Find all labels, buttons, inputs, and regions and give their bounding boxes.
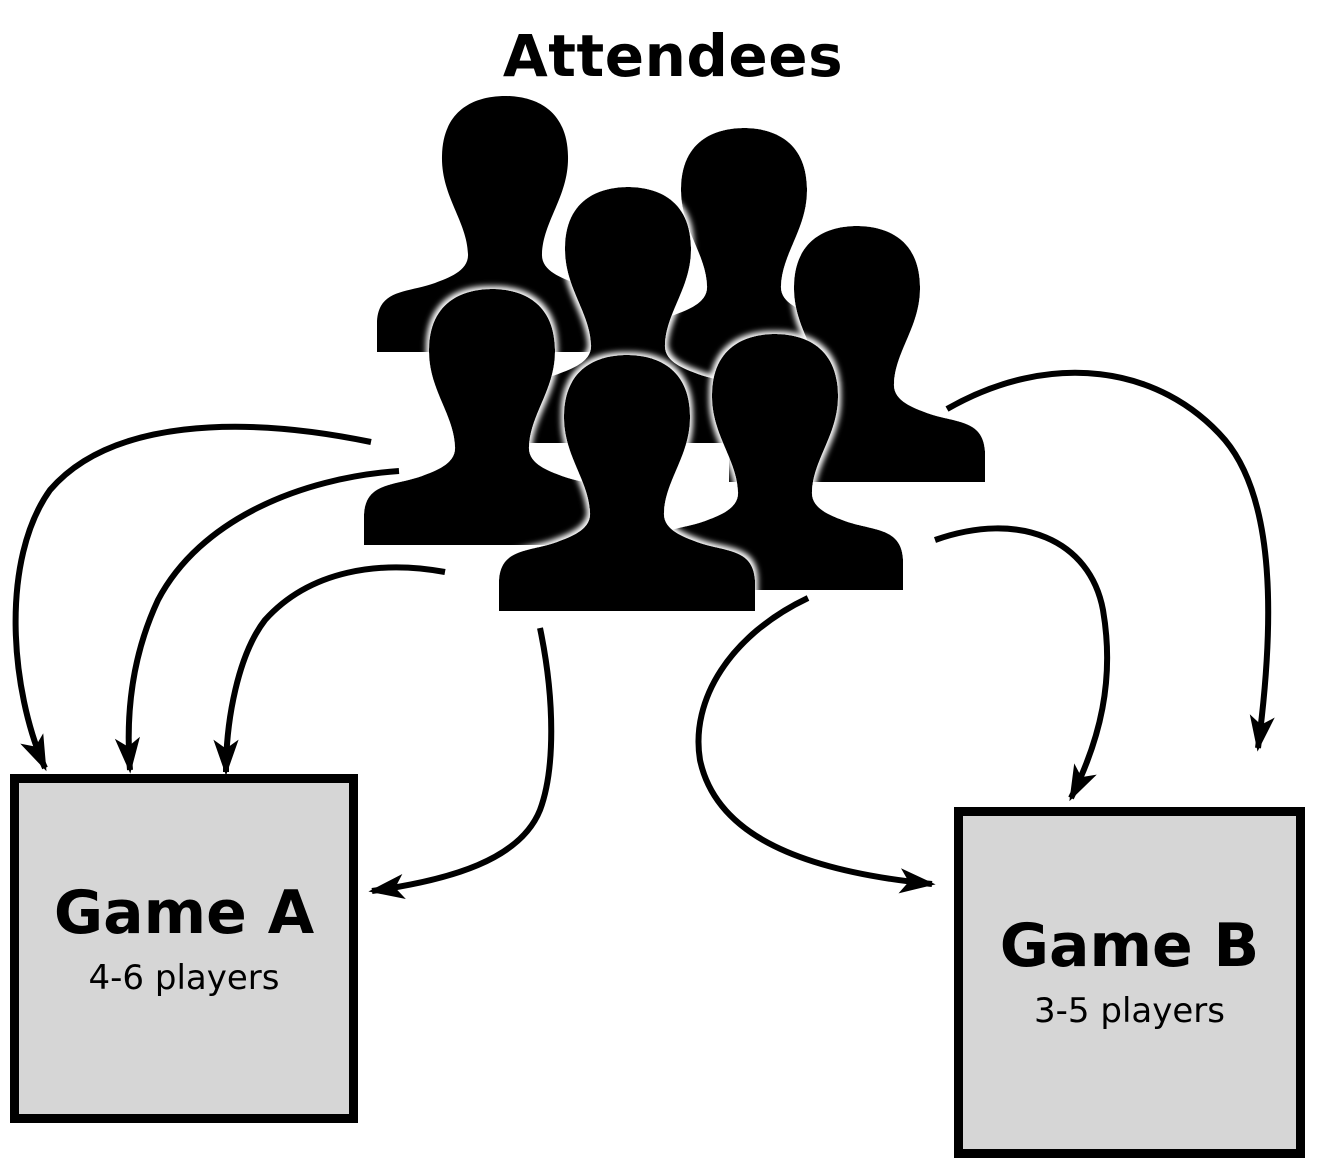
game-b-players: 3-5 players (1034, 991, 1225, 1031)
arrow-to-game-b-2 (934, 525, 1111, 802)
arrow-to-game-a-3 (213, 564, 446, 776)
arrow-to-game-a-4 (368, 627, 555, 899)
arrows-to-game-b (695, 369, 1275, 894)
arrow-to-game-a-2 (114, 468, 400, 774)
arrow-to-game-a-1 (12, 423, 372, 772)
arrows-to-game-a (12, 423, 555, 899)
arrow-to-game-b-1 (695, 595, 936, 894)
game-a-box: Game A 4-6 players (10, 774, 358, 1123)
game-a-players: 4-6 players (88, 958, 280, 998)
attendee-group (364, 96, 985, 611)
arrow-to-game-b-3 (945, 369, 1275, 752)
game-b-name: Game B (999, 911, 1260, 981)
game-b-box: Game B 3-5 players (954, 807, 1305, 1158)
diagram-title: Attendees (502, 22, 844, 90)
game-a-name: Game A (53, 878, 315, 948)
